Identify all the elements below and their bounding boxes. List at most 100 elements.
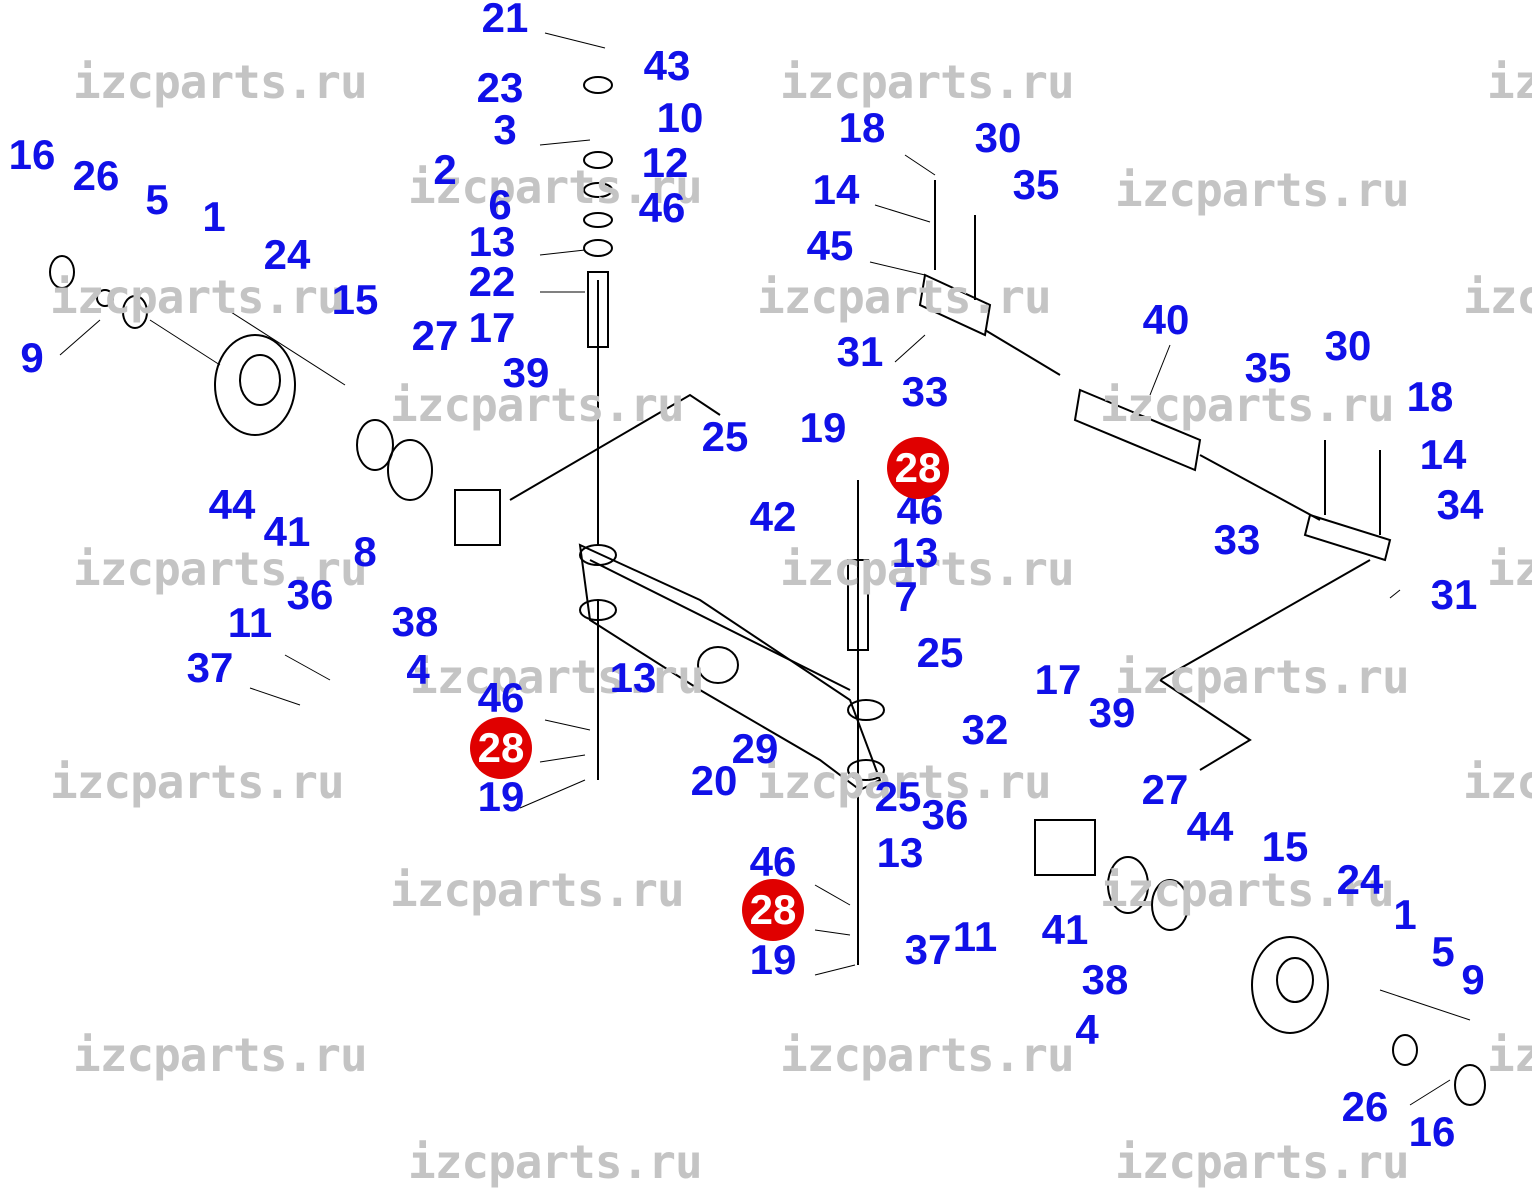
- part-callout: 12: [641, 139, 689, 186]
- part-callout: 37: [904, 926, 952, 973]
- part-callout: 26: [72, 152, 120, 199]
- watermark: izcparts.ru: [408, 160, 703, 214]
- watermark: izcparts.ru: [390, 378, 685, 432]
- watermark: izcparts.ru: [1115, 1135, 1410, 1189]
- part-callout: 32: [961, 706, 1009, 753]
- part-callout: 14: [1419, 431, 1467, 478]
- watermark: izcparts.ru: [73, 55, 368, 109]
- part-callout: 19: [799, 404, 847, 451]
- watermark: izcparts.ru: [1487, 1028, 1532, 1082]
- watermark: izcparts.ru: [1463, 755, 1532, 809]
- part-callout: 2: [433, 146, 457, 193]
- part-callout: 41: [1041, 906, 1089, 953]
- part-callout: 11: [227, 599, 273, 646]
- watermark: izcparts.ru: [73, 1028, 368, 1082]
- part-callout: 42: [749, 493, 797, 540]
- part-callout: 13: [891, 529, 939, 576]
- part-callout: 13: [876, 829, 924, 876]
- part-callout: 1: [202, 193, 226, 240]
- part-callout: 11: [952, 913, 998, 960]
- part-callout: 43: [643, 42, 691, 89]
- part-callout: 15: [1261, 823, 1309, 870]
- part-callout: 44: [1186, 803, 1234, 850]
- part-callout: 9: [20, 334, 44, 381]
- part-callout: 24: [1336, 856, 1384, 903]
- part-callout: 22: [468, 258, 516, 305]
- watermark: izcparts.ru: [50, 270, 345, 324]
- part-callout: 10: [656, 94, 704, 141]
- part-callout: 23: [476, 64, 524, 111]
- part-callout: 18: [838, 104, 886, 151]
- part-callout: 25: [916, 629, 964, 676]
- part-callout: 8: [353, 528, 377, 575]
- part-callout: 4: [406, 646, 430, 693]
- part-callout: 24: [263, 231, 311, 278]
- part-callout: 26: [1341, 1083, 1389, 1130]
- part-callout: 45: [806, 222, 854, 269]
- part-callout: 25: [701, 413, 749, 460]
- part-callout: 46: [749, 838, 797, 885]
- watermark: izcparts.ru: [410, 650, 705, 704]
- part-callout: 30: [1324, 322, 1372, 369]
- part-callout: 13: [609, 654, 657, 701]
- part-callout: 3: [493, 106, 517, 153]
- part-callout: 15: [331, 276, 379, 323]
- watermark: izcparts.ru: [1487, 55, 1532, 109]
- watermark: izcparts.ru: [1115, 650, 1410, 704]
- part-callout: 46: [477, 674, 525, 721]
- part-callout: 36: [286, 571, 334, 618]
- part-callout: 34: [1436, 481, 1484, 528]
- watermark: izcparts.ru: [757, 755, 1052, 809]
- part-callout: 36: [921, 791, 969, 838]
- watermark: izcparts.ru: [1463, 270, 1532, 324]
- watermark: izcparts.ru: [780, 542, 1075, 596]
- part-callout: 40: [1142, 296, 1190, 343]
- part-callout: 38: [1081, 956, 1129, 1003]
- part-callout: 31: [836, 328, 884, 375]
- part-callout: 41: [263, 508, 311, 555]
- part-callout: 35: [1012, 161, 1060, 208]
- part-callout: 38: [391, 598, 439, 645]
- part-callout: 44: [208, 481, 256, 528]
- part-callout: 17: [468, 304, 516, 351]
- watermark: izcparts.ru: [1487, 542, 1532, 596]
- part-callout: 14: [812, 166, 860, 213]
- watermark: izcparts.ru: [780, 1028, 1075, 1082]
- part-callout: 33: [1213, 516, 1261, 563]
- watermark: izcparts.ru: [73, 542, 368, 596]
- part-callout: 46: [638, 184, 686, 231]
- highlighted-part-callout[interactable]: 28: [470, 717, 532, 779]
- part-callout: 6: [488, 181, 512, 228]
- part-callout: 37: [186, 644, 234, 691]
- part-callout: 35: [1244, 344, 1292, 391]
- part-callout: 5: [1431, 928, 1455, 975]
- part-callout: 18: [1406, 373, 1454, 420]
- part-callout: 19: [477, 773, 525, 820]
- watermark: izcparts.ru: [1100, 378, 1395, 432]
- part-callout: 29: [731, 725, 779, 772]
- part-callout: 39: [502, 349, 550, 396]
- watermark: izcparts.ru: [1100, 863, 1395, 917]
- part-callout: 30: [974, 114, 1022, 161]
- part-callout: 31: [1430, 571, 1478, 618]
- watermark: izcparts.ru: [390, 863, 685, 917]
- part-callout: 33: [901, 368, 949, 415]
- watermark: izcparts.ru: [757, 270, 1052, 324]
- part-callout: 19: [749, 936, 797, 983]
- part-callout: 25: [874, 773, 922, 820]
- part-callout: 4: [1075, 1006, 1099, 1053]
- part-callout: 27: [411, 312, 459, 359]
- part-callout: 17: [1034, 656, 1082, 703]
- part-callout: 1: [1393, 891, 1417, 938]
- part-callout: 9: [1461, 956, 1485, 1003]
- part-callout: 13: [468, 218, 516, 265]
- part-callout: 39: [1088, 689, 1136, 736]
- highlighted-part-callout[interactable]: 28: [887, 437, 949, 499]
- part-callout: 27: [1141, 766, 1189, 813]
- highlighted-part-callout[interactable]: 28: [742, 879, 804, 941]
- part-callout: 5: [145, 176, 169, 223]
- part-callout: 21: [481, 0, 529, 41]
- part-callout: 16: [1408, 1108, 1456, 1155]
- watermark: izcparts.ru: [50, 755, 345, 809]
